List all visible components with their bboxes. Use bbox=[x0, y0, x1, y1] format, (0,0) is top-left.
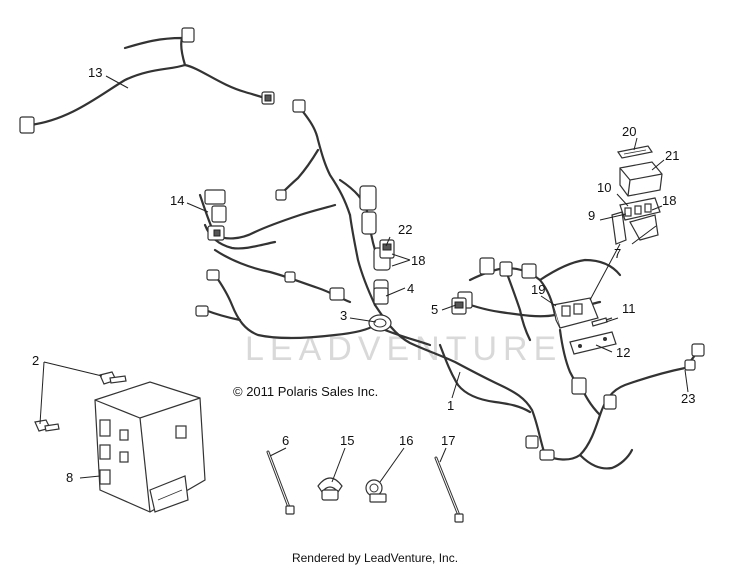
clamp-16 bbox=[365, 479, 387, 503]
callouts: 13 14 2 8 3 4 5 1 22 18 6 15 16 17 19 11… bbox=[32, 65, 695, 485]
callout-20: 20 bbox=[622, 124, 636, 139]
cable-tie-17 bbox=[434, 456, 464, 523]
callout-19: 19 bbox=[531, 282, 545, 297]
connector-cluster-14 bbox=[204, 189, 227, 241]
callout-1: 1 bbox=[447, 398, 454, 413]
grommet-3 bbox=[368, 314, 392, 332]
callout-18a: 18 bbox=[411, 253, 425, 268]
callout-15: 15 bbox=[340, 433, 354, 448]
callout-12: 12 bbox=[616, 345, 630, 360]
callout-11: 11 bbox=[622, 301, 636, 316]
fuse-holder-19 bbox=[552, 297, 599, 329]
callout-3: 3 bbox=[340, 308, 347, 323]
callout-6: 6 bbox=[282, 433, 289, 448]
fuse-box-assembly bbox=[611, 145, 663, 245]
callout-22: 22 bbox=[398, 222, 412, 237]
cable-tie-6 bbox=[266, 450, 295, 515]
connector-4 bbox=[373, 287, 389, 305]
clip-15 bbox=[317, 477, 343, 501]
callout-7: 7 bbox=[614, 246, 621, 261]
push-rivet-2a bbox=[99, 371, 127, 385]
callout-23: 23 bbox=[681, 391, 695, 406]
callout-18b: 18 bbox=[662, 193, 676, 208]
callout-9: 9 bbox=[588, 208, 595, 223]
copyright-notice: © 2011 Polaris Sales Inc. bbox=[233, 384, 378, 399]
ecu-module-8 bbox=[94, 381, 206, 513]
callout-14: 14 bbox=[170, 193, 184, 208]
callout-8: 8 bbox=[66, 470, 73, 485]
callout-4: 4 bbox=[407, 281, 414, 296]
callout-10: 10 bbox=[597, 180, 611, 195]
bracket-12 bbox=[569, 331, 617, 355]
callout-16: 16 bbox=[399, 433, 413, 448]
callout-13: 13 bbox=[88, 65, 102, 80]
leader-lines bbox=[39, 75, 689, 483]
sub-harness-13 bbox=[19, 27, 275, 134]
push-rivet-2b bbox=[34, 419, 60, 432]
callout-17: 17 bbox=[441, 433, 455, 448]
callout-5: 5 bbox=[431, 302, 438, 317]
connector-5 bbox=[451, 297, 467, 315]
callout-21: 21 bbox=[665, 148, 679, 163]
callout-2: 2 bbox=[32, 353, 39, 368]
rendered-by-caption: Rendered by LeadVenture, Inc. bbox=[291, 551, 459, 565]
